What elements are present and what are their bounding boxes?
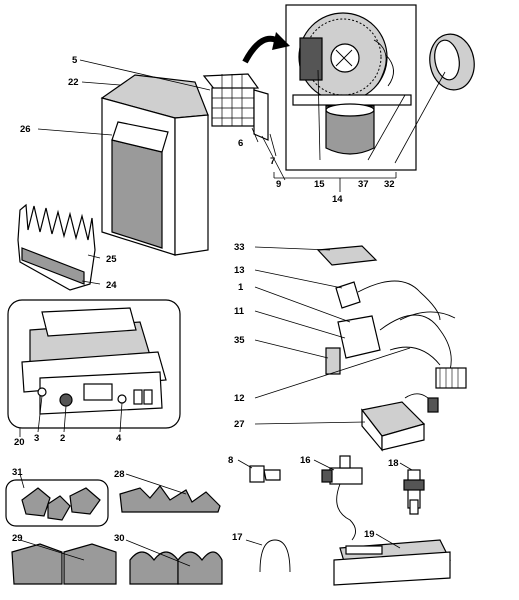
- front-fuel-bed: [119, 485, 221, 513]
- burner-tray: [333, 539, 451, 586]
- label-17: 17: [232, 532, 243, 543]
- label-12: 12: [234, 393, 245, 404]
- flue-ring: [429, 33, 475, 91]
- mains-plug-and-lead: [335, 280, 441, 321]
- label-4: 4: [116, 433, 122, 444]
- wiring-harness: [379, 311, 467, 389]
- label-1: 1: [238, 282, 244, 293]
- thermocouple-loop: [259, 539, 291, 573]
- label-28: 28: [114, 469, 125, 480]
- label-26: 26: [20, 124, 31, 135]
- arrow-head: [272, 32, 290, 50]
- label-5: 5: [72, 55, 78, 66]
- label-35: 35: [234, 335, 245, 346]
- label-19: 19: [364, 529, 375, 540]
- label-8: 8: [228, 455, 233, 466]
- gas-valve: [321, 455, 363, 541]
- rear-fuel-bed: [11, 543, 117, 585]
- label-15: 15: [314, 179, 325, 190]
- pilot-assembly: [403, 469, 425, 515]
- label-3: 3: [34, 433, 39, 444]
- coal-set-inset: [5, 479, 109, 527]
- label-29: 29: [12, 533, 23, 544]
- label-37: 37: [358, 179, 369, 190]
- data-plate: [316, 245, 378, 266]
- label-20: 20: [14, 437, 25, 448]
- fire-fret: [17, 203, 96, 291]
- label-6: 6: [238, 138, 243, 149]
- control-panel-inset: [7, 299, 181, 429]
- label-31: 31: [12, 467, 23, 478]
- label-30: 30: [114, 533, 125, 544]
- elbow-fitting: [249, 465, 281, 483]
- label-25: 25: [106, 254, 117, 265]
- leader-lines: [19, 59, 446, 567]
- side-fuel-beds: [129, 551, 223, 585]
- label-2: 2: [60, 433, 65, 444]
- label-18: 18: [388, 458, 399, 469]
- label-9: 9: [276, 179, 281, 190]
- label-11: 11: [234, 306, 245, 317]
- label-32: 32: [384, 179, 395, 190]
- label-24: 24: [106, 280, 117, 291]
- control-box: [325, 315, 381, 375]
- label-22: 22: [68, 77, 79, 88]
- fire-housing: [100, 73, 269, 256]
- label-7: 7: [270, 156, 275, 167]
- label-27: 27: [234, 419, 245, 430]
- label-16: 16: [300, 455, 311, 466]
- part-number-labels: 5 22 26 6 7 9 15 37 32 14 25 24 33 13 1 …: [12, 55, 399, 544]
- label-13: 13: [234, 265, 245, 276]
- fan-assembly-inset: [285, 4, 417, 171]
- label-14: 14: [332, 194, 343, 205]
- label-33: 33: [234, 242, 245, 253]
- transformer: [360, 393, 439, 452]
